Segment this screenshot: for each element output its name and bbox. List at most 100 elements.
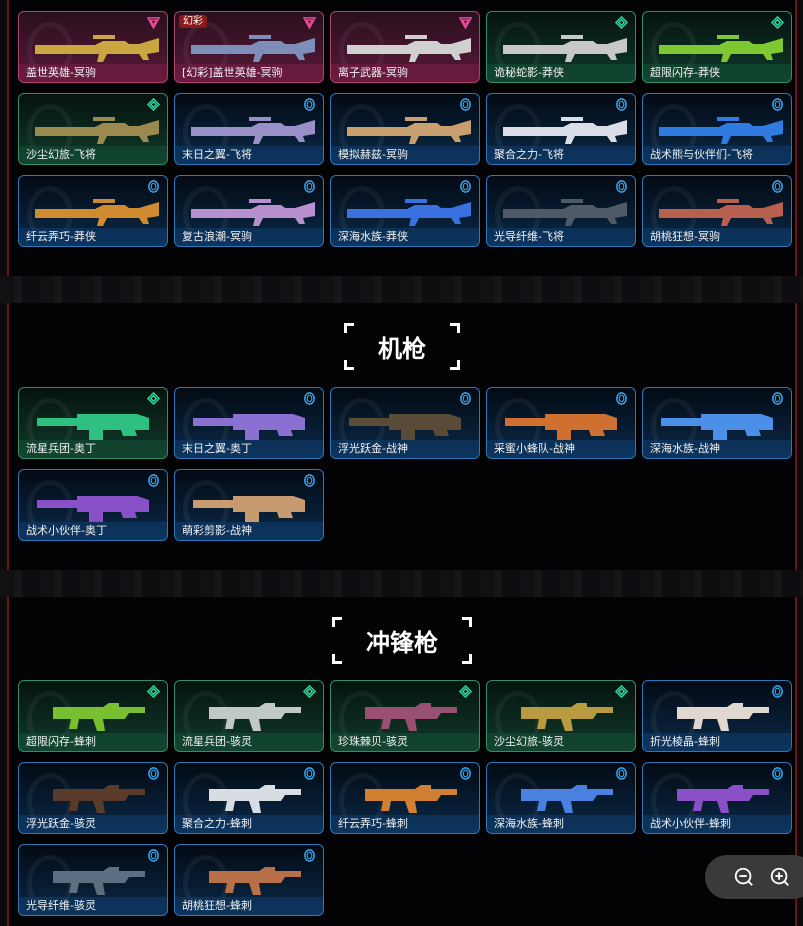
skin-card[interactable]: 战术小伙伴-蜂刺	[642, 762, 792, 834]
rare-tier-icon	[772, 767, 783, 780]
zoom-out-icon[interactable]	[733, 866, 755, 888]
skin-card[interactable]: 盖世英雄-冥驹	[18, 11, 168, 83]
rare-tier-icon	[772, 392, 783, 405]
skin-card[interactable]: 纤云弄巧-莽侠	[18, 175, 168, 247]
epic-tier-icon	[615, 16, 628, 29]
zoom-in-icon[interactable]	[769, 866, 791, 888]
weapon-image	[347, 199, 471, 226]
skin-card[interactable]: 深海水族-莽侠	[330, 175, 480, 247]
weapon-image	[35, 35, 159, 62]
skin-name: 深海水族-莽侠	[331, 228, 479, 246]
rare-tier-icon	[304, 392, 315, 405]
weapon-image	[347, 117, 471, 144]
epic-tier-icon	[615, 685, 628, 698]
weapon-image	[661, 414, 773, 440]
weapon-image	[521, 703, 613, 731]
weapon-image	[659, 35, 783, 62]
rare-tier-icon	[616, 180, 627, 193]
skin-name: 聚合之力-蜂刺	[175, 815, 323, 833]
skin-card[interactable]: 珍珠棘贝-骇灵	[330, 680, 480, 752]
skin-card[interactable]: 胡桃狂想-冥驹	[642, 175, 792, 247]
rare-tier-icon	[616, 98, 627, 111]
weapon-image	[365, 785, 457, 813]
rare-tier-icon	[148, 767, 159, 780]
skin-card[interactable]: 萌彩剪影-战神	[174, 469, 324, 541]
weapon-image	[35, 117, 159, 144]
skin-card[interactable]: 采蜜小蜂队-战神	[486, 387, 636, 459]
skin-card[interactable]: 超限闪存-蜂刺	[18, 680, 168, 752]
skin-name: 深海水族-蜂刺	[487, 815, 635, 833]
skin-name: 诡秘蛇影-莽侠	[487, 64, 635, 82]
skin-card[interactable]: 纤云弄巧-蜂刺	[330, 762, 480, 834]
skin-name: 战术熊与伙伴们-飞将	[643, 146, 791, 164]
rare-tier-icon	[148, 474, 159, 487]
legend-tier-icon	[459, 17, 472, 29]
skin-name: 盖世英雄-冥驹	[19, 64, 167, 82]
skin-name: 浮光跃金-骇灵	[19, 815, 167, 833]
section-title: 冲锋枪	[9, 617, 795, 664]
skin-name: 末日之翼-奥丁	[175, 440, 323, 458]
weapon-image	[503, 117, 627, 144]
weapon-image	[521, 785, 613, 813]
skin-card[interactable]: 聚合之力-蜂刺	[174, 762, 324, 834]
skin-card[interactable]: 离子武器-冥驹	[330, 11, 480, 83]
skin-name: 萌彩剪影-战神	[175, 522, 323, 540]
section-title-text: 机枪	[378, 334, 426, 363]
skin-name: 战术小伙伴-奥丁	[19, 522, 167, 540]
skin-card[interactable]: 模拟赫兹-冥驹	[330, 93, 480, 165]
weapon-image	[209, 867, 301, 895]
epic-tier-icon	[771, 16, 784, 29]
rare-tier-icon	[304, 180, 315, 193]
weapon-image	[505, 414, 617, 440]
weapon-image	[193, 496, 305, 522]
rare-tier-icon	[460, 98, 471, 111]
skin-card[interactable]: 战术小伙伴-奥丁	[18, 469, 168, 541]
skin-card[interactable]: 战术熊与伙伴们-飞将	[642, 93, 792, 165]
skin-card[interactable]: 幻彩[幻彩]盖世英雄-冥驹	[174, 11, 324, 83]
weapon-image	[677, 785, 769, 813]
skin-card[interactable]: 光导纤维-飞将	[486, 175, 636, 247]
epic-tier-icon	[147, 392, 160, 405]
skin-name: 超限闪存-蜂刺	[19, 733, 167, 751]
skin-card[interactable]: 流星兵团-骇灵	[174, 680, 324, 752]
weapon-image	[209, 785, 301, 813]
skin-name: 模拟赫兹-冥驹	[331, 146, 479, 164]
weapon-image	[35, 199, 159, 226]
weapon-image	[677, 703, 769, 731]
skin-card[interactable]: 光导纤维-骇灵	[18, 844, 168, 916]
legend-tier-icon	[147, 17, 160, 29]
weapon-image	[209, 703, 301, 731]
skin-card[interactable]: 复古浪潮-冥驹	[174, 175, 324, 247]
rare-tier-icon	[304, 767, 315, 780]
machine-gun-section: 机枪 流星兵团-奥丁末日之翼-奥丁浮光跃金-战神采蜜小蜂队-战神深海水族-战神战…	[7, 303, 797, 570]
skin-name: 胡桃狂想-蜂刺	[175, 897, 323, 915]
rare-tier-icon	[460, 767, 471, 780]
skin-card[interactable]: 流星兵团-奥丁	[18, 387, 168, 459]
skin-card[interactable]: 深海水族-战神	[642, 387, 792, 459]
weapon-image	[503, 199, 627, 226]
weapon-image	[53, 703, 145, 731]
skin-card[interactable]: 浮光跃金-骇灵	[18, 762, 168, 834]
rare-tier-icon	[616, 767, 627, 780]
skin-card[interactable]: 末日之翼-飞将	[174, 93, 324, 165]
skin-card[interactable]: 浮光跃金-战神	[330, 387, 480, 459]
section-title: 机枪	[9, 323, 795, 370]
skin-name: 战术小伙伴-蜂刺	[643, 815, 791, 833]
skin-grid: 盖世英雄-冥驹幻彩[幻彩]盖世英雄-冥驹离子武器-冥驹诡秘蛇影-莽侠超限闪存-莽…	[18, 11, 792, 247]
skin-card[interactable]: 深海水族-蜂刺	[486, 762, 636, 834]
skin-card[interactable]: 胡桃狂想-蜂刺	[174, 844, 324, 916]
skin-name: 沙尘幻旅-飞将	[19, 146, 167, 164]
skin-card[interactable]: 沙尘幻旅-飞将	[18, 93, 168, 165]
skin-card[interactable]: 沙尘幻旅-骇灵	[486, 680, 636, 752]
weapon-image	[365, 703, 457, 731]
skin-name: 聚合之力-飞将	[487, 146, 635, 164]
skin-card[interactable]: 超限闪存-莽侠	[642, 11, 792, 83]
rare-tier-icon	[148, 849, 159, 862]
skin-card[interactable]: 诡秘蛇影-莽侠	[486, 11, 636, 83]
skin-name: 纤云弄巧-莽侠	[19, 228, 167, 246]
skin-card[interactable]: 末日之翼-奥丁	[174, 387, 324, 459]
skin-name: 末日之翼-飞将	[175, 146, 323, 164]
rare-tier-icon	[460, 180, 471, 193]
skin-card[interactable]: 折光棱晶-蜂刺	[642, 680, 792, 752]
skin-card[interactable]: 聚合之力-飞将	[486, 93, 636, 165]
